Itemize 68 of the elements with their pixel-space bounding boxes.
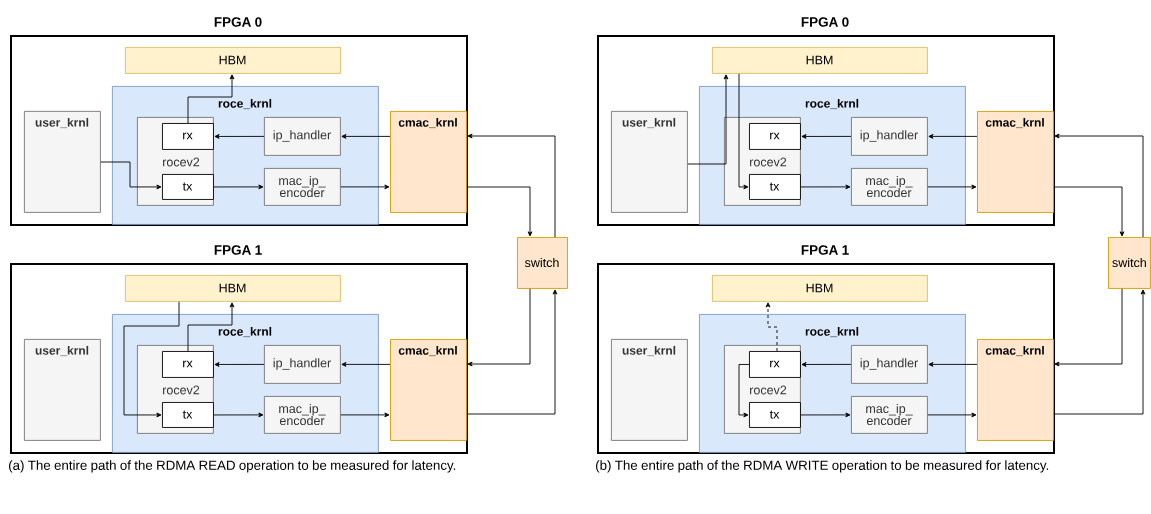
arrow xyxy=(927,184,977,190)
arrow xyxy=(213,184,264,190)
port-box: rx xyxy=(162,123,214,150)
arrow xyxy=(801,134,852,139)
arrow xyxy=(341,362,391,367)
arrow xyxy=(1054,133,1144,238)
port-box: tx xyxy=(749,174,801,200)
module-box: mac_ip_ encoder xyxy=(264,168,341,206)
module-box: ip_handler xyxy=(851,345,928,384)
module-box: ip_handler xyxy=(851,117,928,156)
port-box: tx xyxy=(749,402,801,428)
module-box: mac_ip_ encoder xyxy=(851,396,928,434)
arrow xyxy=(187,302,235,352)
module-box: mac_ip_ encoder xyxy=(851,168,928,206)
switch-box: switch xyxy=(517,237,568,289)
kernel-box: cmac_krnl xyxy=(390,339,467,441)
arrow xyxy=(765,302,778,352)
arrow xyxy=(100,161,162,190)
arrow xyxy=(800,184,851,190)
arrow xyxy=(928,362,978,367)
arrow xyxy=(800,412,851,418)
arrow xyxy=(214,362,265,367)
arrow xyxy=(687,74,729,165)
arrow xyxy=(187,74,235,124)
module-box: mac_ip_ encoder xyxy=(264,396,341,434)
caption: (a) The entire path of the RDMA READ operation to be measured for latency. xyxy=(9,460,456,473)
arrow xyxy=(927,412,977,418)
switch-box: switch xyxy=(1108,237,1151,289)
node-label: FPGA 0 xyxy=(214,17,262,27)
port-box: rx xyxy=(749,123,801,150)
module-box: ip_handler xyxy=(264,345,341,384)
arrow xyxy=(213,412,264,418)
arrow xyxy=(1053,289,1146,415)
arrow xyxy=(467,133,556,238)
node-label: FPGA 1 xyxy=(801,245,849,255)
kernel-box: cmac_krnl xyxy=(977,111,1054,213)
memory-box: HBM xyxy=(125,47,341,74)
kernel-box: user_krnl xyxy=(24,339,101,441)
memory-box: HBM xyxy=(712,275,928,302)
module-box: ip_handler xyxy=(264,117,341,156)
port-box: rx xyxy=(749,351,801,378)
arrow xyxy=(801,362,852,367)
arrow xyxy=(1054,288,1123,367)
arrow xyxy=(466,289,558,415)
arrow xyxy=(738,364,750,418)
arrow xyxy=(341,134,391,139)
arrow xyxy=(123,301,180,418)
kernel-box: user_krnl xyxy=(24,111,101,213)
node-label: FPGA 0 xyxy=(801,17,849,27)
arrow xyxy=(928,134,978,139)
caption: (b) The entire path of the RDMA WRITE operation to be measured for latency. xyxy=(596,460,1049,473)
arrow xyxy=(738,73,749,190)
arrow xyxy=(340,184,390,190)
kernel-box: user_krnl xyxy=(611,339,688,441)
arrow xyxy=(466,186,533,237)
kernel-box: user_krnl xyxy=(611,111,688,213)
port-box: tx xyxy=(162,402,214,428)
kernel-box: cmac_krnl xyxy=(390,111,467,213)
memory-box: HBM xyxy=(712,47,928,74)
arrow xyxy=(467,288,531,367)
port-box: tx xyxy=(162,174,214,200)
memory-box: HBM xyxy=(125,275,341,302)
arrow xyxy=(340,412,390,418)
node-label: FPGA 1 xyxy=(214,245,262,255)
port-box: rx xyxy=(162,351,214,378)
kernel-box: cmac_krnl xyxy=(977,339,1054,441)
arrow xyxy=(214,134,265,139)
arrow xyxy=(1053,186,1125,237)
